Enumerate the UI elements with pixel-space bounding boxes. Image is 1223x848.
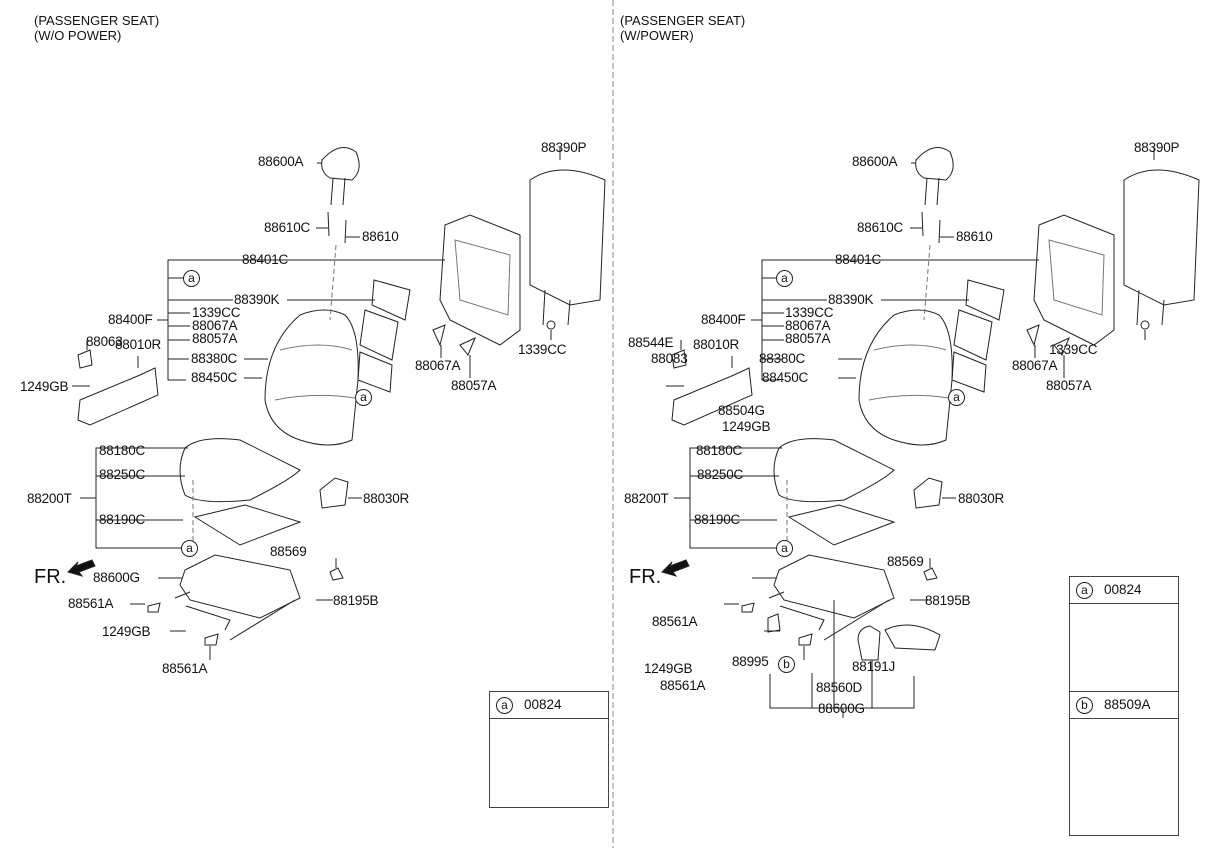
side-cover (77, 367, 159, 426)
legend-key-a: a (496, 697, 513, 714)
legend-code: 00824 (1104, 582, 1142, 597)
back-cushion (264, 309, 359, 446)
left-part-number-label: 88190C (99, 512, 146, 527)
right-part-number-label: 88600A (852, 154, 898, 169)
left-part-number-label: 88195B (333, 593, 379, 608)
left-title-line2: (W/O POWER) (34, 28, 122, 43)
left-part-number-label: 88390K (234, 292, 280, 307)
right-reference-circle-b: b (778, 656, 795, 673)
front-marker-right: FR. (629, 566, 662, 588)
right-title-line1: (PASSENGER SEAT) (620, 13, 746, 28)
left-reference-circle-a: a (355, 389, 372, 406)
left-part-number-label: 88390P (541, 140, 587, 155)
right-part-number-label: 88401C (835, 252, 882, 267)
right-part-number-label: 88067A (1012, 358, 1058, 373)
right-reference-circle-a: a (776, 540, 793, 557)
left-part-number-label: 88600A (258, 154, 304, 169)
right-part-number-label: 88083 (651, 351, 688, 366)
right-part-number-label: 88390P (1134, 140, 1180, 155)
left-part-number-label: 88067A (415, 358, 461, 373)
right-reference-circle-a: a (948, 389, 965, 406)
right-part-number-label: 88030R (958, 491, 1005, 506)
right-part-number-label: 88560D (816, 680, 863, 695)
left-part-number-label: 88030R (363, 491, 410, 506)
right-part-number-label: 88191J (852, 659, 896, 674)
left-part-number-label: 88380C (191, 351, 238, 366)
seat-pan (193, 504, 302, 546)
right-part-number-label: 88995 (732, 654, 769, 669)
right-part-number-label: 1339CC (1049, 342, 1098, 357)
right-part-number-label: 88390K (828, 292, 874, 307)
left-part-number-label: 88063 (86, 334, 123, 349)
right-part-number-label: 88067A (785, 318, 831, 333)
left-reference-circle-a: a (181, 540, 198, 557)
legend-key-a: a (1076, 582, 1093, 599)
right-part-number-label: 88610 (956, 229, 993, 244)
left-part-number-label: 1339CC (518, 342, 567, 357)
legend-box-left: a 00824 (489, 691, 609, 808)
left-part-number-label: 88600G (93, 570, 140, 585)
right-part-number-label: 88400F (701, 312, 746, 327)
right-part-number-label: 88057A (785, 331, 831, 346)
left-part-number-label: 88610C (264, 220, 311, 235)
left-part-number-label: 88057A (451, 378, 497, 393)
back-panel (529, 169, 606, 306)
left-part-number-label: 1249GB (102, 624, 151, 639)
left-part-number-label: 88067A (192, 318, 238, 333)
back-frame (439, 214, 521, 346)
right-part-number-label: 1249GB (644, 661, 693, 676)
right-part-number-label: 88195B (925, 593, 971, 608)
left-reference-circle-a: a (183, 270, 200, 287)
right-title-line2: (W/POWER) (620, 28, 694, 43)
legend-code: 00824 (524, 697, 562, 712)
right-part-number-label: 88610C (857, 220, 904, 235)
left-part-number-label: 88401C (242, 252, 289, 267)
front-marker-left: FR. (34, 566, 67, 588)
right-part-number-label: 88600G (818, 701, 865, 716)
left-part-number-label: 88250C (99, 467, 146, 482)
left-part-number-label: 88569 (270, 544, 307, 559)
legend-key-b: b (1076, 697, 1093, 714)
seat-exploded-view-left (67, 147, 606, 784)
right-part-number-label: 88010R (693, 337, 740, 352)
right-part-number-label: 1339CC (785, 305, 834, 320)
right-part-number-label: 88504G (718, 403, 765, 418)
right-part-number-label: 88561A (652, 614, 698, 629)
seat-cushion (179, 438, 301, 503)
left-part-number-label: 88057A (192, 331, 238, 346)
left-title-line1: (PASSENGER SEAT) (34, 13, 160, 28)
right-part-number-label: 88200T (624, 491, 669, 506)
left-part-number-label: 88400F (108, 312, 153, 327)
right-part-number-label: 88544E (628, 335, 674, 350)
right-part-number-label: 88569 (887, 554, 924, 569)
left-part-number-label: 88010R (115, 337, 162, 352)
right-part-number-label: 88450C (762, 370, 809, 385)
left-part-number-label: 88180C (99, 443, 146, 458)
legend-box-right: a 00824 b 88509A (1069, 576, 1179, 836)
right-part-number-label: 88057A (1046, 378, 1092, 393)
left-part-number-label: 88561A (162, 661, 208, 676)
right-part-number-label: 88250C (697, 467, 744, 482)
seat-frame (179, 554, 301, 619)
left-part-number-label: 1249GB (20, 379, 69, 394)
left-part-number-label: 88610 (362, 229, 399, 244)
left-part-number-label: 1339CC (192, 305, 241, 320)
right-part-number-label: 88180C (696, 443, 743, 458)
left-part-number-label: 88200T (27, 491, 72, 506)
left-part-number-label: 88450C (191, 370, 238, 385)
headrest (321, 147, 360, 181)
legend-code: 88509A (1104, 697, 1151, 712)
right-part-number-label: 88190C (694, 512, 741, 527)
left-part-number-label: 88561A (68, 596, 114, 611)
right-part-number-label: 1249GB (722, 419, 771, 434)
right-part-number-label: 88561A (660, 678, 706, 693)
right-part-number-label: 88380C (759, 351, 806, 366)
right-reference-circle-a: a (776, 270, 793, 287)
